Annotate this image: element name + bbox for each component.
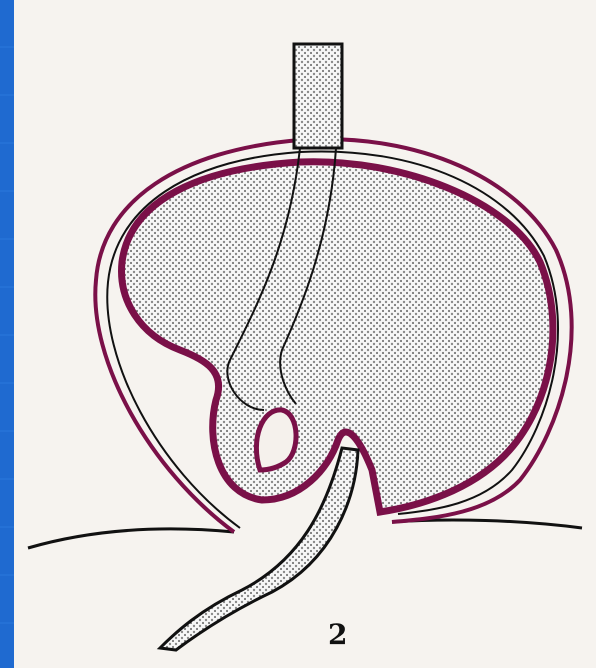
figure-number: 2 [328, 618, 347, 651]
inner-fold [256, 410, 296, 470]
ground-line-left [28, 529, 234, 548]
top-tube [294, 44, 342, 148]
ground-line-right [392, 520, 582, 528]
dotted-body [122, 162, 553, 512]
